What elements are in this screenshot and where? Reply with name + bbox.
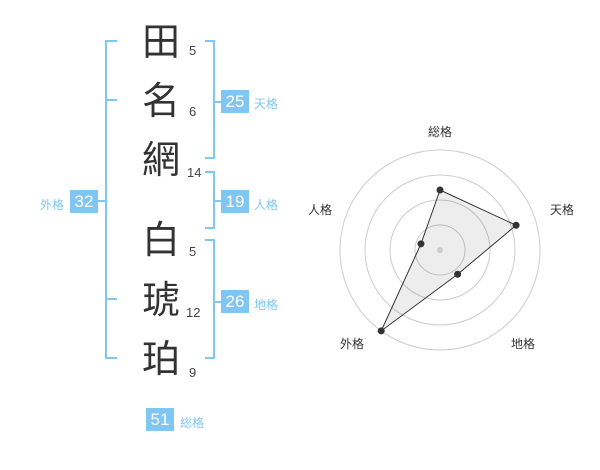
name-character-5: 琥 <box>141 278 180 322</box>
radar-ring <box>339 149 541 351</box>
stroke-count-2: 6 <box>189 104 197 119</box>
name-character-2: 名 <box>141 79 180 123</box>
name-character-1: 田 <box>141 20 180 64</box>
name-character-6: 珀 <box>141 337 180 381</box>
tenkaku-label: 天格 <box>254 97 279 111</box>
radar-axis-label-soukaku: 総格 <box>428 125 453 139</box>
radar-axis-label-chikaku: 地格 <box>511 337 536 351</box>
radar-point-2 <box>512 221 520 229</box>
name-character-3: 網 <box>141 138 180 182</box>
radar-center-dot <box>437 247 443 253</box>
jinkaku-badge: 19 <box>221 190 249 213</box>
stroke-count-3: 14 <box>187 165 202 180</box>
chikaku-label: 地格 <box>254 298 279 312</box>
radar-ring <box>364 174 516 326</box>
soukaku-badge: 51 <box>146 408 174 431</box>
stroke-count-1: 5 <box>189 43 197 58</box>
stroke-count-6: 9 <box>189 365 197 380</box>
gaikaku-badge: 32 <box>70 190 98 213</box>
radar-polygon <box>380 189 518 332</box>
radar-point-5 <box>417 240 425 248</box>
jinkaku-label: 人格 <box>254 198 279 212</box>
name-character-4: 白 <box>141 218 180 262</box>
radar-ring <box>389 199 491 301</box>
radar-point-1 <box>436 186 444 194</box>
radar-axis-label-jinkaku: 人格 <box>308 203 333 217</box>
gaikaku-label: 外格 <box>40 198 65 212</box>
soukaku-label: 総格 <box>180 416 205 430</box>
tenkaku-badge: 25 <box>221 90 249 113</box>
radar-ring <box>414 224 466 276</box>
chikaku-badge: 26 <box>221 290 249 313</box>
radar-axis-label-tenkaku: 天格 <box>550 203 575 217</box>
stroke-count-4: 5 <box>189 244 197 259</box>
radar-point-4 <box>377 327 385 335</box>
stroke-count-5: 12 <box>186 305 201 320</box>
radar-point-3 <box>454 270 462 278</box>
radar-axis-label-gaikaku: 外格 <box>340 337 365 351</box>
